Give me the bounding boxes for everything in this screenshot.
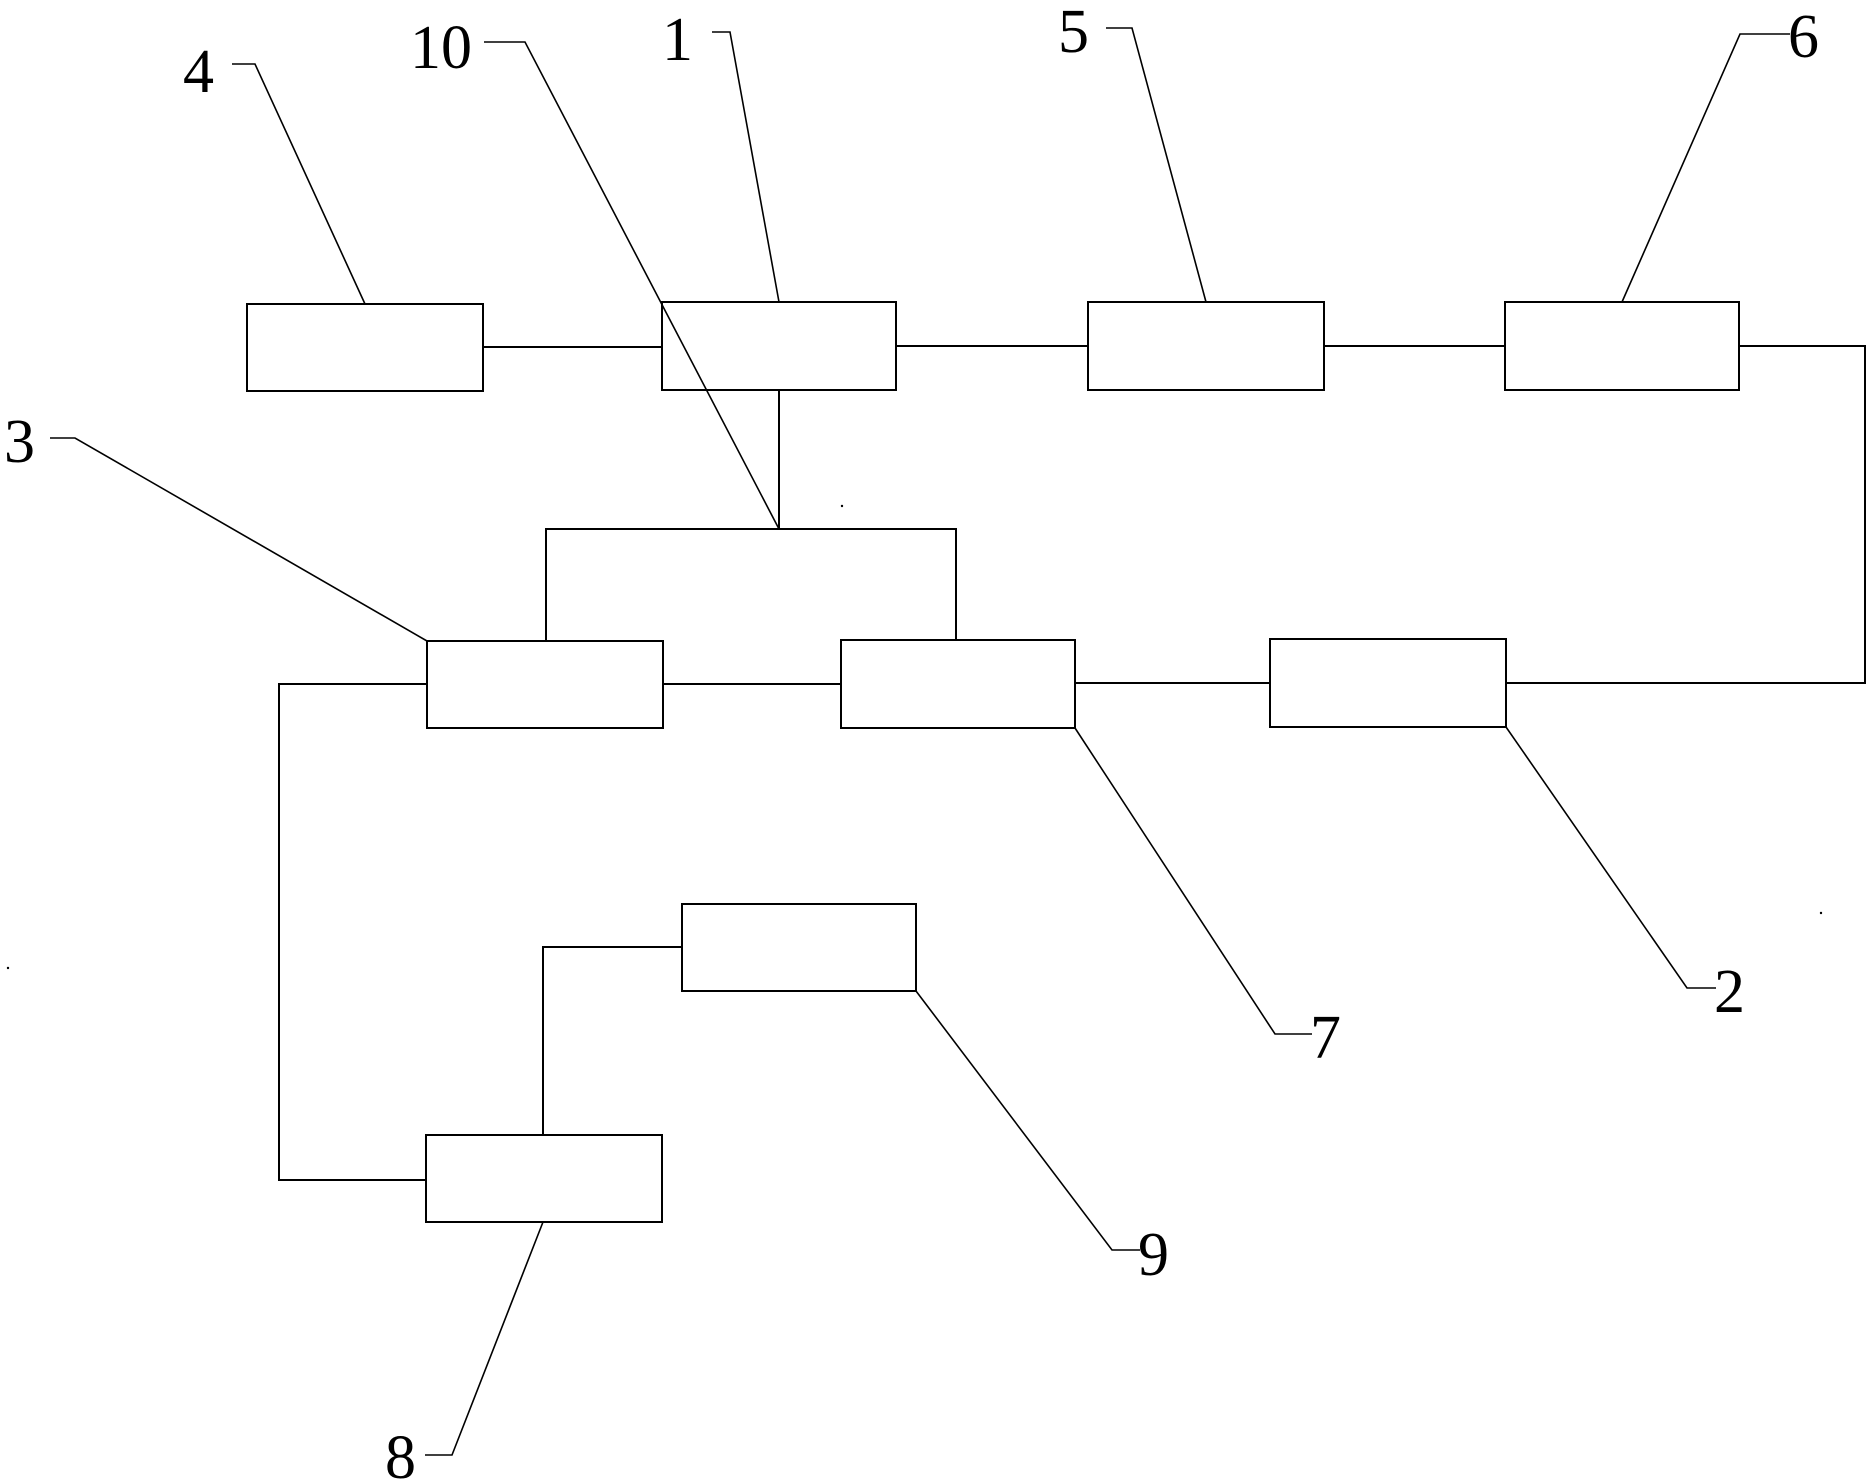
leader-2 xyxy=(1505,726,1716,989)
label-7: 7 xyxy=(1310,1004,1341,1072)
leader-1 xyxy=(712,31,780,303)
label-4: 4 xyxy=(183,38,214,106)
wire-3-8 xyxy=(278,683,427,1181)
wire-8-9 xyxy=(542,946,682,1135)
block-1[interactable] xyxy=(661,301,897,391)
label-5: 5 xyxy=(1058,0,1089,66)
block-7[interactable] xyxy=(840,639,1076,729)
wire-junction-split xyxy=(545,528,957,641)
leader-3 xyxy=(50,437,428,642)
leader-10 xyxy=(484,41,780,530)
label-6: 6 xyxy=(1788,3,1819,71)
block-9[interactable] xyxy=(681,903,917,992)
leader-7 xyxy=(1074,727,1312,1035)
wire-6-2 xyxy=(1506,345,1866,684)
label-2: 2 xyxy=(1714,958,1745,1026)
block-8[interactable] xyxy=(425,1134,663,1223)
speck xyxy=(6,966,10,970)
label-9: 9 xyxy=(1138,1221,1169,1289)
leader-5 xyxy=(1106,27,1207,303)
label-1: 1 xyxy=(662,6,693,74)
label-8: 8 xyxy=(385,1424,416,1484)
label-3: 3 xyxy=(4,408,35,476)
block-2[interactable] xyxy=(1269,638,1507,728)
label-10: 10 xyxy=(410,14,472,82)
leader-4 xyxy=(232,63,366,305)
block-5[interactable] xyxy=(1087,301,1325,391)
leader-8 xyxy=(425,1221,544,1456)
speck xyxy=(1819,911,1823,915)
block-3[interactable] xyxy=(426,640,664,729)
block-6[interactable] xyxy=(1504,301,1740,391)
leader-9 xyxy=(915,990,1140,1251)
leader-6 xyxy=(1621,33,1790,303)
speck xyxy=(840,504,844,508)
block-4[interactable] xyxy=(246,303,484,392)
